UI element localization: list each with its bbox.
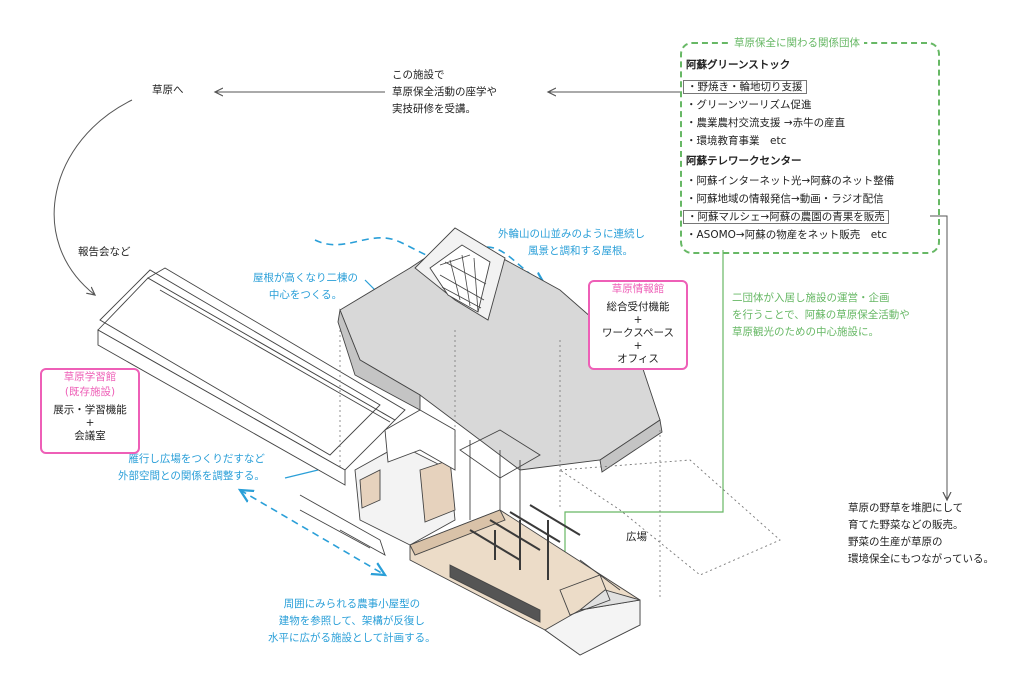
note-line: 野菜の生産が草原の — [848, 536, 943, 548]
plaza-outline — [558, 459, 781, 576]
blue-arrow-to-building — [284, 469, 319, 479]
org1-item: ・農業農村交流支援 →赤牛の産直 — [686, 117, 846, 129]
org1-item: ・グリーンツーリズム促進 — [686, 99, 812, 111]
note-line: 外部空間との関係を調整する。 — [118, 470, 265, 482]
lecture-line: この施設で — [392, 69, 445, 81]
org2-item: ・阿蘇マルシェ→阿蘇の農園の青果を販売 — [683, 210, 889, 225]
org1-item: ・野焼き・輪地切り支援 — [683, 80, 807, 95]
lecture-line: 実技研修を受講。 — [392, 103, 476, 115]
note-plaza-relation: 雁行し広場をつくりだすなど 外部空間との関係を調整する。 — [118, 451, 265, 485]
note-line: を行うことで、阿蘇の草原保全活動や — [732, 309, 910, 321]
info-hall-body — [409, 504, 641, 656]
arrow-marche-to-vegetables — [930, 215, 947, 500]
note-line: 屋根が高くなり二棟の — [253, 272, 358, 284]
info-hall-line: ワークスペース — [602, 327, 674, 339]
note-line: 水平に広がる施設として計画する。 — [268, 632, 436, 644]
info-hall-body-text: 総合受付機能 + ワークスペース + オフィス — [590, 301, 686, 366]
info-hall-box: 草原情報館 総合受付機能 + ワークスペース + オフィス — [588, 280, 688, 370]
learning-hall-line: 展示・学習機能 — [53, 404, 127, 416]
note-roof-center: 屋根が高くなり二棟の 中心をつくる。 — [253, 270, 358, 304]
org2-item: ・ASOMO→阿蘇の物産をネット販売 etc — [686, 229, 888, 241]
note-roof-ridge: 外輪山の山並みのように連続し 風景と調和する屋根。 — [498, 226, 645, 260]
learning-hall-body — [354, 409, 541, 546]
green-connector — [564, 250, 724, 580]
note-line: 建物を参照して、架構が反復し — [278, 615, 425, 627]
lecture-line: 草原保全活動の座学や — [392, 86, 497, 98]
note-line: 育てた野菜などの販売。 — [848, 519, 964, 531]
learning-hall-roof-upper — [99, 269, 381, 456]
note-line: 二団体が入居し施設の運営・企画 — [732, 292, 890, 304]
blue-double-arrow — [240, 490, 385, 575]
note-groups-center: 二団体が入居し施設の運営・企画 を行うことで、阿蘇の草原保全活動や 草原観光のた… — [732, 290, 910, 341]
arrow-curved-report — [53, 99, 133, 295]
info-hall-title: 草原情報館 — [611, 283, 665, 295]
info-hall-line: + — [633, 314, 643, 326]
organizations-title: 草原保全に関わる関係団体 — [730, 36, 864, 50]
learning-hall-line: 会議室 — [74, 430, 106, 442]
learning-hall-subtitle: (既存施設) — [64, 386, 116, 398]
note-line: 環境保全にもつながっている。 — [848, 553, 995, 565]
note-line: 草原観光のための中心施設に。 — [732, 326, 879, 338]
note-line: 風景と調和する屋根。 — [528, 245, 633, 257]
label-to-grassland: 草原へ — [152, 84, 184, 96]
info-hall-line: オフィス — [617, 353, 659, 365]
note-vegetables: 草原の野草を堆肥にして 育てた野菜などの販売。 野菜の生産が草原の 環境保全にも… — [848, 500, 994, 568]
info-hall-roof — [337, 227, 663, 473]
learning-hall-title: 草原学習館 — [63, 371, 117, 383]
label-report: 報告会など — [78, 246, 131, 258]
note-line: 外輪山の山並みのように連続し — [498, 228, 645, 240]
org2-name: 阿蘇テレワークセンター — [686, 155, 802, 167]
org2-item: ・阿蘇地域の情報発信→動画・ラジオ配信 — [686, 193, 884, 205]
learning-hall-line: + — [85, 417, 95, 429]
lecture-text: この施設で 草原保全活動の座学や 実技研修を受講。 — [392, 67, 497, 118]
note-line: 周囲にみられる農事小屋型の — [283, 598, 421, 610]
org1-name: 阿蘇グリーンストック — [686, 59, 791, 71]
info-hall-line: + — [633, 340, 643, 352]
note-line: 草原の野草を堆肥にして — [848, 502, 964, 514]
note-farm-shed: 周囲にみられる農事小屋型の 建物を参照して、架構が反復し 水平に広がる施設として… — [268, 596, 436, 647]
org1-item: ・環境教育事業 etc — [686, 135, 787, 147]
info-hall-line: 総合受付機能 — [606, 301, 670, 313]
org2-item: ・阿蘇インターネット光→阿蘇のネット整備 — [686, 175, 895, 187]
learning-hall-box: 草原学習館 (既存施設) 展示・学習機能 + 会議室 — [40, 368, 140, 454]
learning-hall-body-text: 展示・学習機能 + 会議室 — [42, 404, 138, 443]
note-line: 中心をつくる。 — [268, 289, 343, 301]
label-plaza: 広場 — [626, 531, 647, 543]
note-line: 雁行し広場をつくりだすなど — [128, 453, 265, 465]
